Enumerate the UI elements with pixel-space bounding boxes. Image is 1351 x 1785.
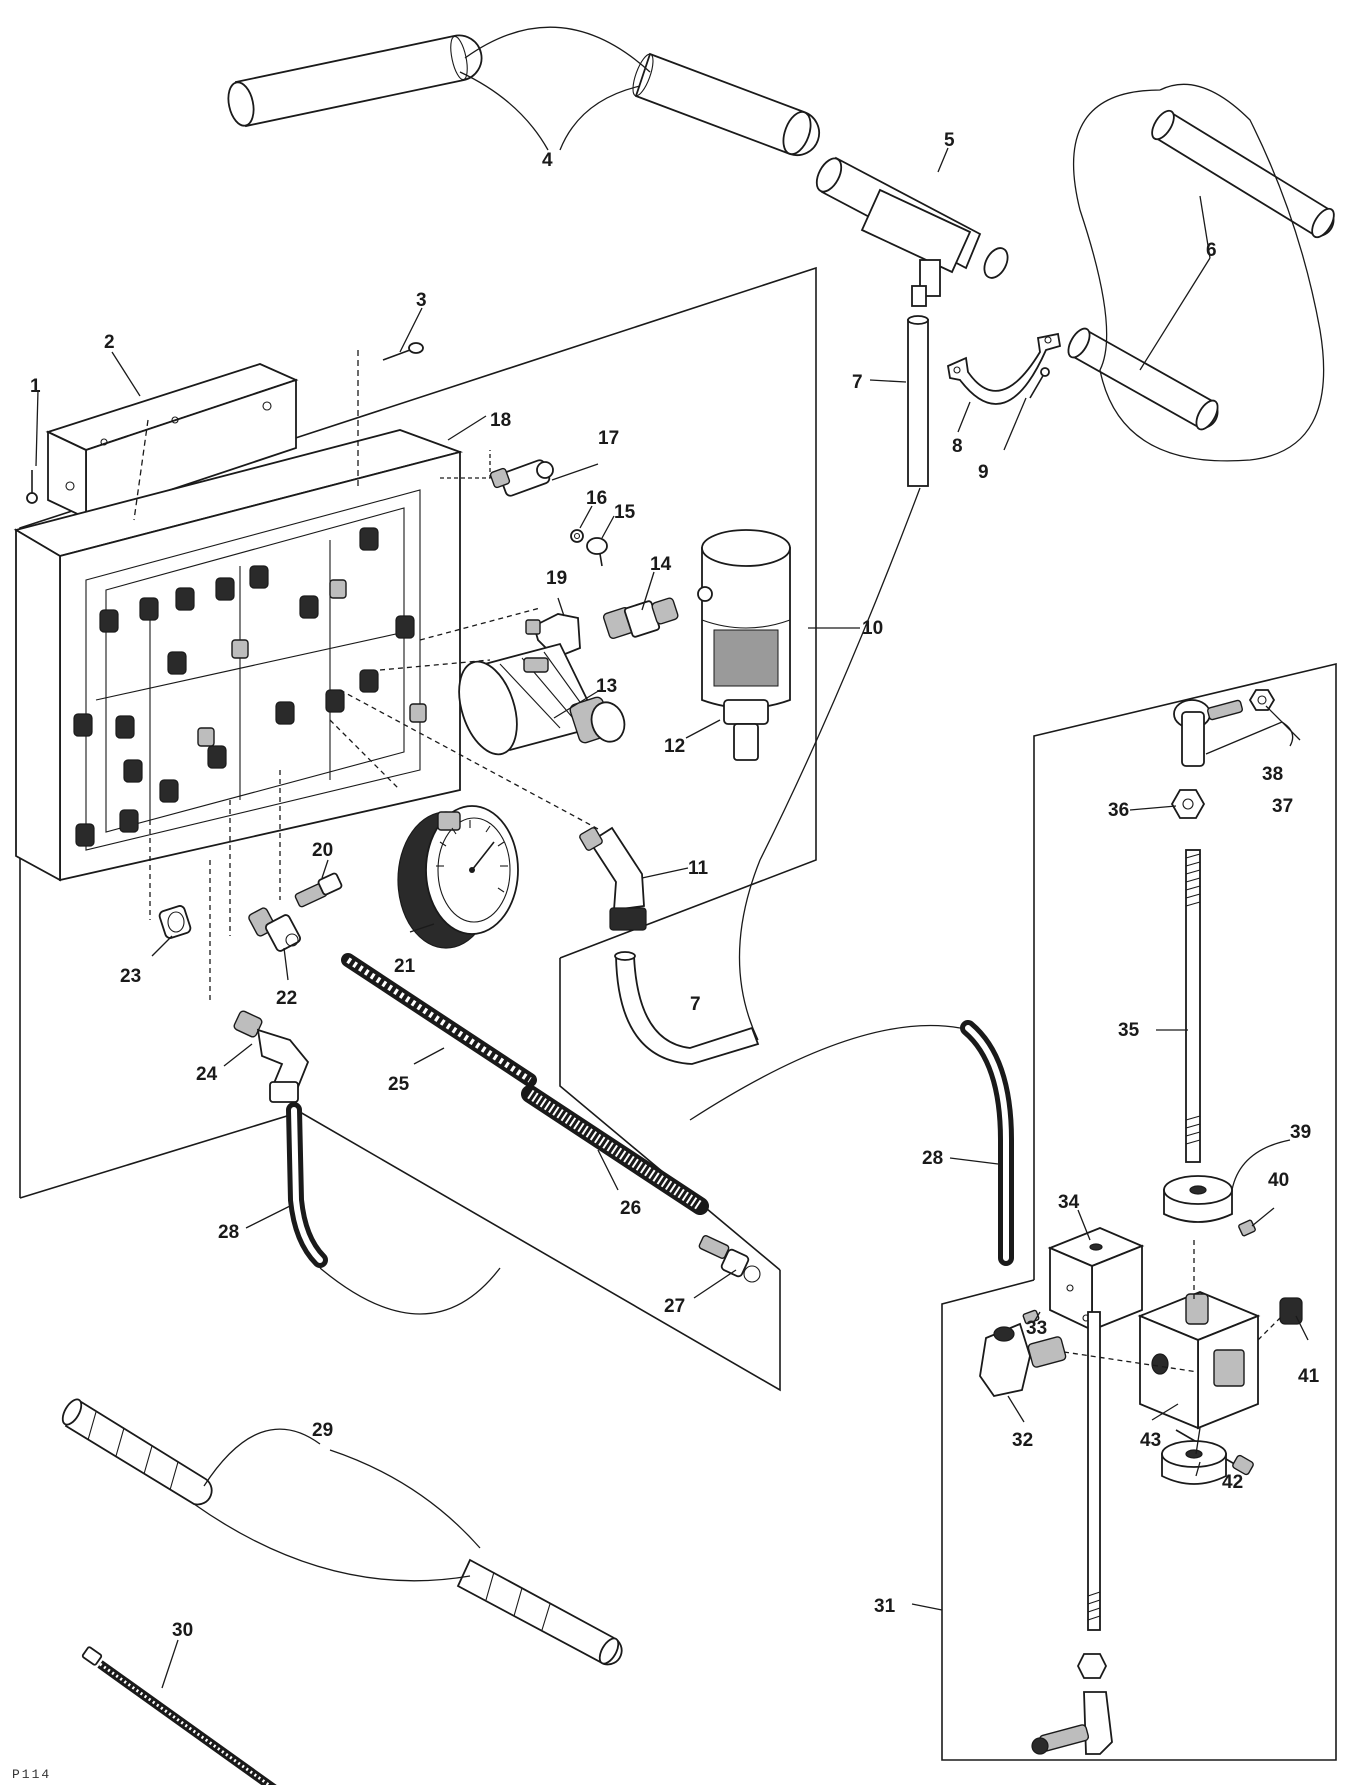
part-26-spring (521, 1085, 709, 1215)
callout-43: 43 (1140, 1430, 1161, 1451)
callout-12: 12 (664, 736, 685, 757)
valve-assembly-leads (1063, 1240, 1283, 1373)
part-35-threaded-rod (1185, 849, 1201, 1163)
callout-38: 38 (1262, 764, 1283, 785)
part-31-lower-rod (1031, 1311, 1113, 1755)
part-37-ball-joint (1173, 699, 1243, 767)
part-39-collar (1163, 1175, 1233, 1223)
callout-4: 4 (542, 150, 553, 171)
part-15-screw (586, 537, 608, 567)
callout-16: 16 (586, 488, 607, 509)
part-38-nut (1248, 689, 1276, 711)
callout-36: 36 (1108, 800, 1129, 821)
part-22-adapter (248, 907, 302, 952)
callout-15: 15 (614, 502, 636, 523)
part-24-elbow (233, 1010, 310, 1103)
callout-7-upper: 7 (852, 372, 863, 393)
callout-5: 5 (944, 130, 955, 151)
callout-labels: 1 2 3 4 5 6 7 7 8 9 10 11 12 13 14 15 16… (30, 130, 1320, 1641)
part-14-nipple-fitting (602, 597, 679, 640)
callout-8: 8 (952, 436, 963, 457)
callout-9: 9 (978, 462, 989, 483)
part-29-sleeves (61, 1398, 623, 1666)
callout-42: 42 (1222, 1472, 1243, 1493)
callout-23: 23 (120, 966, 141, 987)
callout-28-right: 28 (922, 1148, 943, 1169)
part-36-nut (1170, 789, 1206, 819)
part-21-pressure-gauge (397, 805, 519, 949)
callout-11: 11 (688, 858, 709, 879)
part-12-filter (697, 529, 791, 761)
callout-41: 41 (1298, 1366, 1320, 1387)
callout-2: 2 (104, 332, 115, 353)
part-18-port-fittings (73, 527, 427, 847)
part-5-tee-fitting (815, 156, 1009, 307)
callout-21: 21 (394, 956, 416, 977)
callout-3: 3 (416, 290, 427, 311)
callout-24: 24 (196, 1064, 218, 1085)
callout-14: 14 (650, 554, 672, 575)
part-1-screw (26, 470, 38, 504)
part-21-gauge-ticks (436, 820, 508, 893)
callout-27: 27 (664, 1296, 685, 1317)
callout-13: 13 (596, 676, 617, 697)
part-28-tubes (286, 1020, 1014, 1315)
callout-25: 25 (388, 1074, 410, 1095)
callout-37: 37 (1272, 796, 1293, 817)
callout-40: 40 (1268, 1170, 1289, 1191)
callout-17: 17 (598, 428, 619, 449)
callout-32: 32 (1012, 1430, 1033, 1451)
callout-28-left: 28 (218, 1222, 239, 1243)
part-34-block (1047, 1227, 1145, 1332)
part-9-screw (1029, 367, 1050, 399)
part-19-elbow-fitting (525, 613, 581, 657)
part-40-screw (1238, 1219, 1256, 1237)
callout-30: 30 (172, 1620, 193, 1641)
part-43-lower-collar (1161, 1440, 1227, 1485)
callout-19: 19 (546, 568, 567, 589)
part-32-elbow (979, 1322, 1067, 1398)
part-3-screw (382, 342, 424, 361)
valve-assembly-frame (941, 662, 1337, 1761)
figure-id: P114 (12, 1767, 51, 1782)
part-43-valve-body (1137, 1291, 1261, 1430)
callout-29: 29 (312, 1420, 333, 1441)
callout-22: 22 (276, 988, 297, 1009)
part-17-quick-coupler (489, 459, 554, 497)
part-25-tube (341, 953, 537, 1087)
callout-39: 39 (1290, 1122, 1311, 1143)
part-8-clamp (946, 332, 1062, 405)
part-13-regulator (458, 642, 626, 756)
callout-10: 10 (862, 618, 883, 639)
part-11-elbow (579, 826, 647, 931)
callout-34: 34 (1058, 1192, 1080, 1213)
part-7-tubing (614, 315, 929, 1065)
part-30-cable-tie (81, 1646, 277, 1785)
part-4-hose-pair (227, 26, 821, 157)
callout-20: 20 (312, 840, 333, 861)
callout-33: 33 (1026, 1318, 1047, 1339)
callout-35: 35 (1118, 1020, 1140, 1041)
callout-7-lower: 7 (690, 994, 701, 1015)
callout-6: 6 (1206, 240, 1217, 261)
part-23-plug (158, 905, 192, 939)
callout-18: 18 (490, 410, 511, 431)
part-18-manifold-plate (13, 429, 464, 882)
callout-1: 1 (30, 376, 41, 397)
part-20-fitting (294, 872, 343, 908)
callout-leaders (35, 147, 1309, 1689)
manifold-mount-lines (133, 350, 601, 1000)
part-16-washer (570, 529, 584, 543)
part-27-fitting (698, 1235, 761, 1283)
part-6-hose-pair (1067, 83, 1335, 462)
callout-26: 26 (620, 1198, 641, 1219)
callout-31: 31 (874, 1596, 896, 1617)
